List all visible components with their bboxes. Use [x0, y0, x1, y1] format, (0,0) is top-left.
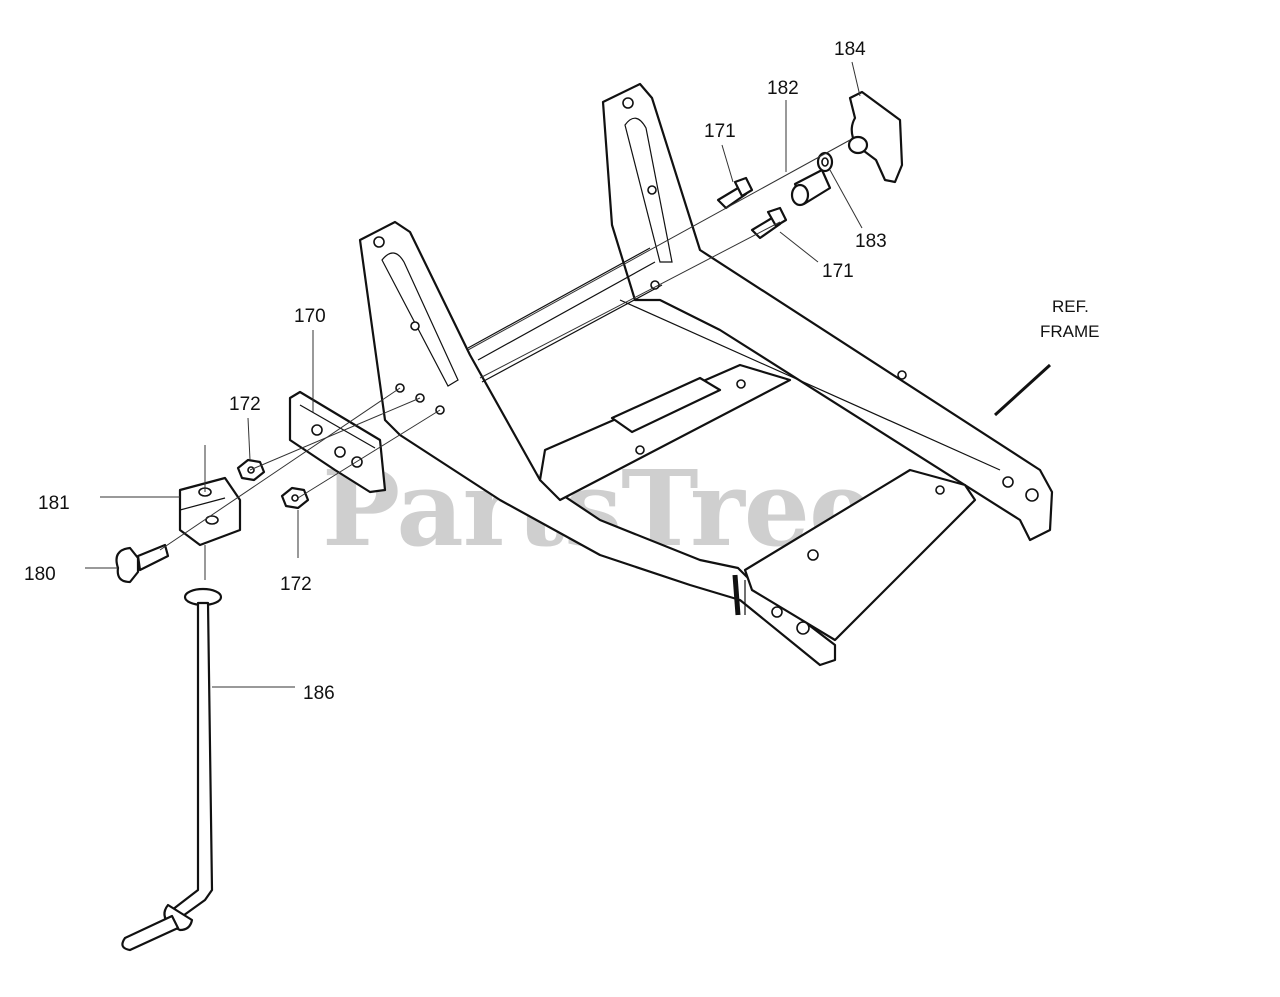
- frame: [358, 82, 1054, 667]
- nut-172-lower: [280, 486, 310, 510]
- callout-170: 170: [294, 306, 326, 327]
- callout-184: 184: [834, 39, 866, 60]
- callout-183: 183: [855, 231, 887, 252]
- washer-183: [816, 151, 834, 173]
- callout-180: 180: [24, 564, 56, 585]
- clevis-181: [178, 476, 242, 547]
- knob-184: [847, 90, 904, 184]
- callout-171-lower: 171: [822, 261, 854, 282]
- callout-172-lower: 172: [280, 574, 312, 595]
- rod-186: [121, 587, 223, 952]
- bolt-180: [115, 543, 170, 584]
- ref-note-line2: FRAME: [1040, 322, 1100, 341]
- leader-lines: [85, 61, 1052, 688]
- callout-171-upper: 171: [704, 121, 736, 142]
- assembly-lines: [159, 139, 851, 580]
- ref-note-line1: REF.: [1052, 297, 1089, 316]
- bolt-171-upper: [716, 176, 754, 210]
- callout-186: 186: [303, 683, 335, 704]
- callout-172-upper: 172: [229, 394, 261, 415]
- callout-181: 181: [38, 493, 70, 514]
- callout-182: 182: [767, 78, 799, 99]
- spacer-182: [790, 168, 832, 207]
